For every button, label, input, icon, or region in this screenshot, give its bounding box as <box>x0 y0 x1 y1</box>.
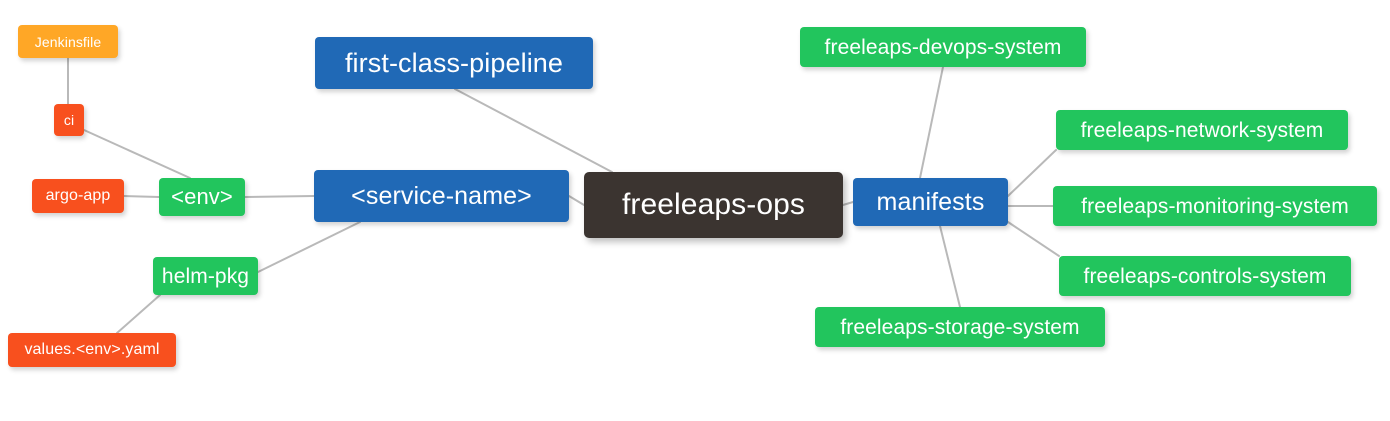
edge-env-to-argo-app <box>123 195 160 198</box>
mindmap-node-values-env-yaml[interactable]: values.<env>.yaml <box>8 333 176 367</box>
mindmap-node-label: freeleaps-monitoring-system <box>1081 194 1349 218</box>
mindmap-node-label: freeleaps-network-system <box>1080 118 1324 142</box>
mindmap-node-label: first-class-pipeline <box>344 47 564 78</box>
edge-service-name-to-env <box>244 195 315 198</box>
mindmap-node-label: freeleaps-devops-system <box>824 35 1062 59</box>
mindmap-node-helm-pkg[interactable]: helm-pkg <box>153 257 258 295</box>
edge-helm-pkg-to-values-env-yaml <box>116 294 161 334</box>
mindmap-node-label: ci <box>63 112 75 128</box>
mindmap-node-service-name[interactable]: <service-name> <box>314 170 569 222</box>
mindmap-node-label: helm-pkg <box>161 264 250 288</box>
mindmap-node-label: manifests <box>876 187 985 216</box>
mindmap-node-label: <env> <box>171 184 233 209</box>
mindmap-node-label: Jenkinsfile <box>34 33 102 50</box>
edge-freeleaps-ops-to-first-class-pipeline <box>454 88 613 173</box>
mindmap-node-label: freeleaps-storage-system <box>840 315 1080 339</box>
edge-env-to-ci <box>83 129 191 179</box>
mindmap-node-manifests[interactable]: manifests <box>853 178 1008 226</box>
edge-manifests-to-freeleaps-devops-system <box>919 66 944 179</box>
mindmap-node-freeleaps-devops-system[interactable]: freeleaps-devops-system <box>800 27 1086 67</box>
edge-manifests-to-freeleaps-storage-system <box>939 225 961 308</box>
mindmap-node-first-class-pipeline[interactable]: first-class-pipeline <box>315 37 593 89</box>
mindmap-node-freeleaps-monitoring-system[interactable]: freeleaps-monitoring-system <box>1053 186 1377 226</box>
edge-freeleaps-ops-to-manifests <box>842 201 854 206</box>
mindmap-node-ci[interactable]: ci <box>54 104 84 136</box>
edge-service-name-to-helm-pkg <box>257 221 361 273</box>
mindmap-node-freeleaps-ops[interactable]: freeleaps-ops <box>584 172 843 238</box>
mindmap-node-freeleaps-controls-system[interactable]: freeleaps-controls-system <box>1059 256 1351 296</box>
mindmap-node-freeleaps-network-system[interactable]: freeleaps-network-system <box>1056 110 1348 150</box>
mindmap-node-label: argo-app <box>45 187 111 204</box>
mindmap-node-jenkinsfile[interactable]: Jenkinsfile <box>18 25 118 58</box>
edge-manifests-to-freeleaps-controls-system <box>1007 221 1060 257</box>
mindmap-node-label: values.<env>.yaml <box>24 341 160 358</box>
mindmap-node-label: freeleaps-controls-system <box>1083 264 1327 288</box>
mindmap-node-label: freeleaps-ops <box>621 188 806 221</box>
edge-manifests-to-freeleaps-network-system <box>1007 149 1057 197</box>
mindmap-node-freeleaps-storage-system[interactable]: freeleaps-storage-system <box>815 307 1105 347</box>
mindmap-node-env[interactable]: <env> <box>159 178 245 216</box>
edge-freeleaps-ops-to-service-name <box>568 195 585 206</box>
mindmap-node-argo-app[interactable]: argo-app <box>32 179 124 213</box>
mindmap-node-label: <service-name> <box>351 181 532 210</box>
